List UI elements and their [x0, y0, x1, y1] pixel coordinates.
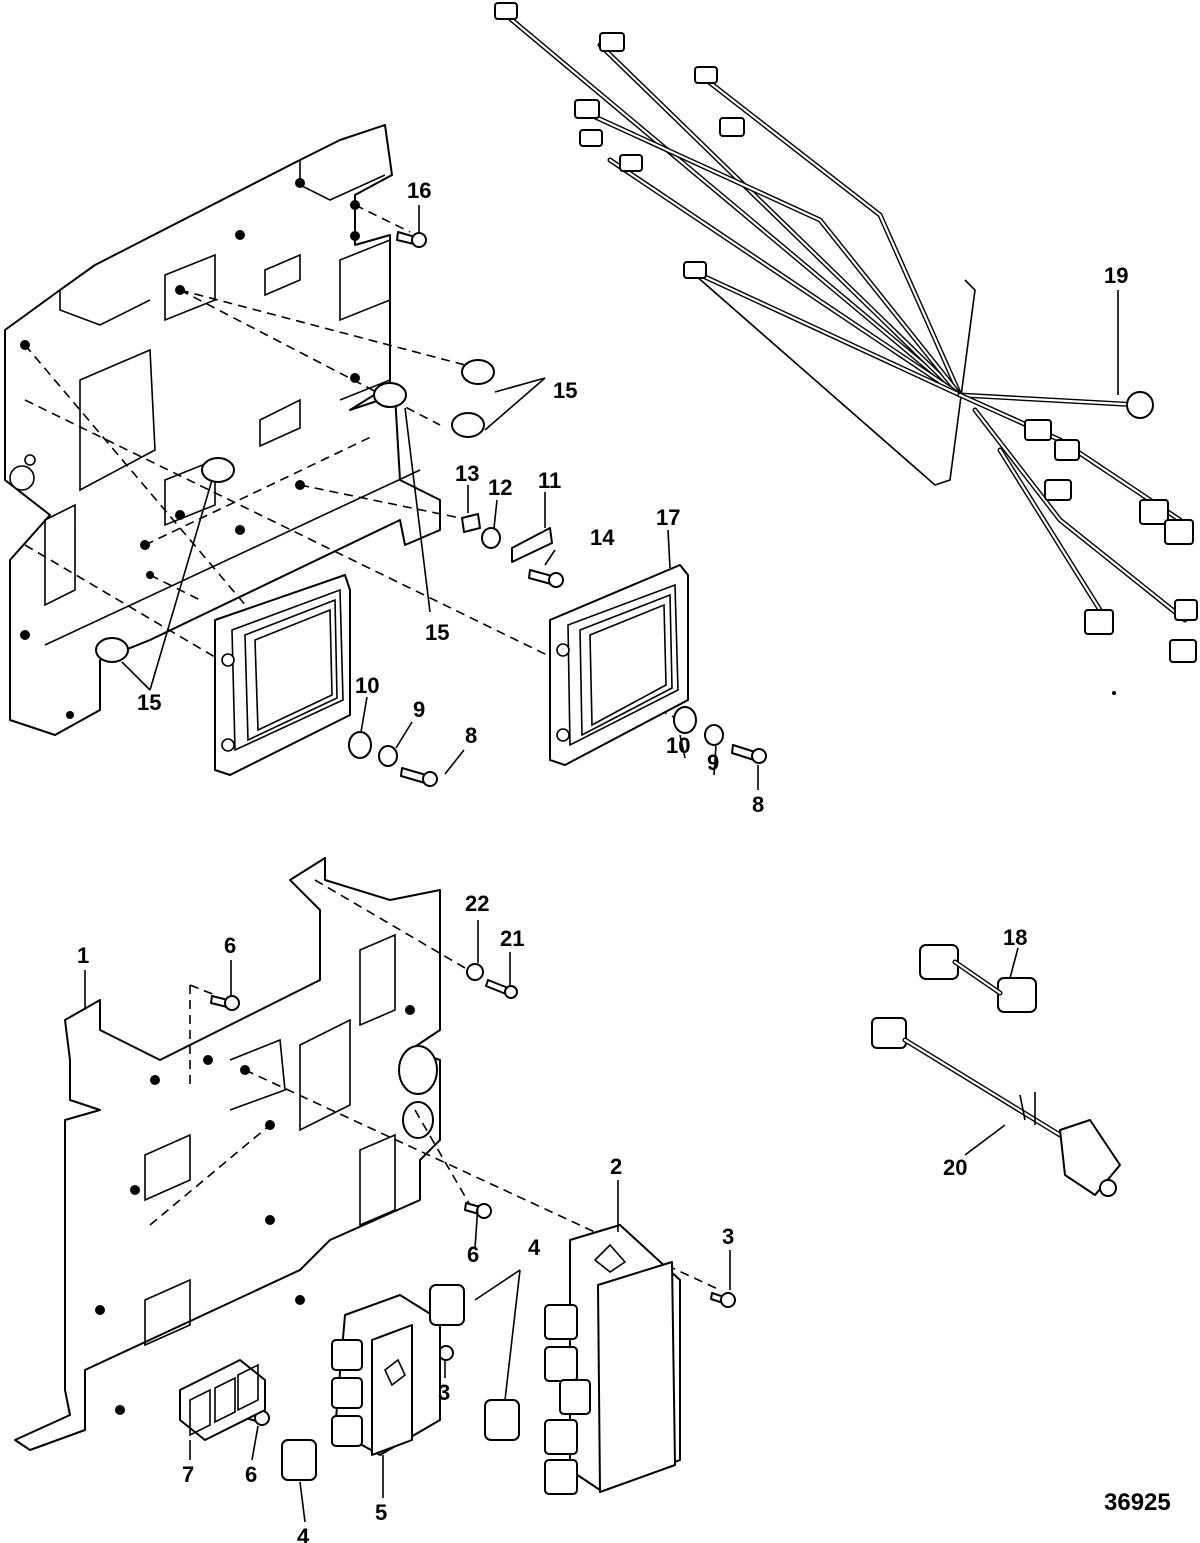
callout-13: 13	[455, 461, 479, 486]
callout-16: 16	[407, 178, 431, 203]
power-module	[544, 1224, 681, 1495]
callout-9-left: 9	[413, 697, 425, 722]
upper-mounting-plate	[4, 124, 441, 736]
relay-block	[179, 1359, 266, 1441]
callout-20: 20	[943, 1155, 967, 1180]
callout-18: 18	[1003, 925, 1027, 950]
callout-8-left: 8	[465, 723, 477, 748]
ecm-module-right	[549, 564, 689, 766]
fuse-module	[331, 1294, 441, 1456]
callout-17: 17	[656, 505, 680, 530]
upper-hardware	[95, 231, 767, 787]
callout-10-right: 10	[666, 733, 690, 758]
callout-15-upper: 15	[553, 378, 577, 403]
callout-3-left: 3	[438, 1380, 450, 1405]
callout-15-middle: 15	[425, 620, 449, 645]
callout-6-middle: 6	[467, 1242, 479, 1267]
callout-4-upper: 4	[528, 1235, 541, 1260]
connectors	[281, 1284, 520, 1481]
lower-mounting-plate	[14, 857, 441, 1451]
ecm-module-left	[214, 574, 351, 776]
figure-number: 36925	[1104, 1489, 1171, 1516]
callout-7: 7	[182, 1462, 194, 1487]
callout-2: 2	[610, 1154, 622, 1179]
callout-21: 21	[500, 926, 524, 951]
callout-11: 11	[538, 468, 561, 493]
callout-5: 5	[375, 1500, 387, 1525]
callout-15-lower: 15	[137, 690, 161, 715]
callout-12: 12	[488, 475, 512, 500]
adapter-harness	[871, 1017, 1121, 1197]
callout-9-right: 9	[707, 750, 719, 775]
callout-19: 19	[1104, 263, 1128, 288]
callout-8-right: 8	[752, 792, 764, 817]
callout-22: 22	[465, 891, 489, 916]
callout-6-upper: 6	[224, 933, 236, 958]
leader-lines	[84, 205, 1119, 1523]
callout-10-left: 10	[355, 673, 379, 698]
callout-labels: 16 15 19 13 12 11 14 17 15 15 10 9 8 10 …	[77, 178, 1171, 1543]
callout-6-lower: 6	[245, 1462, 257, 1487]
callout-14: 14	[590, 525, 615, 550]
jumper-harness	[919, 944, 1037, 1013]
callout-4-lower: 4	[297, 1524, 310, 1543]
wiring-harness	[494, 2, 1198, 695]
callout-1: 1	[77, 943, 89, 968]
callout-3-right: 3	[722, 1224, 734, 1249]
